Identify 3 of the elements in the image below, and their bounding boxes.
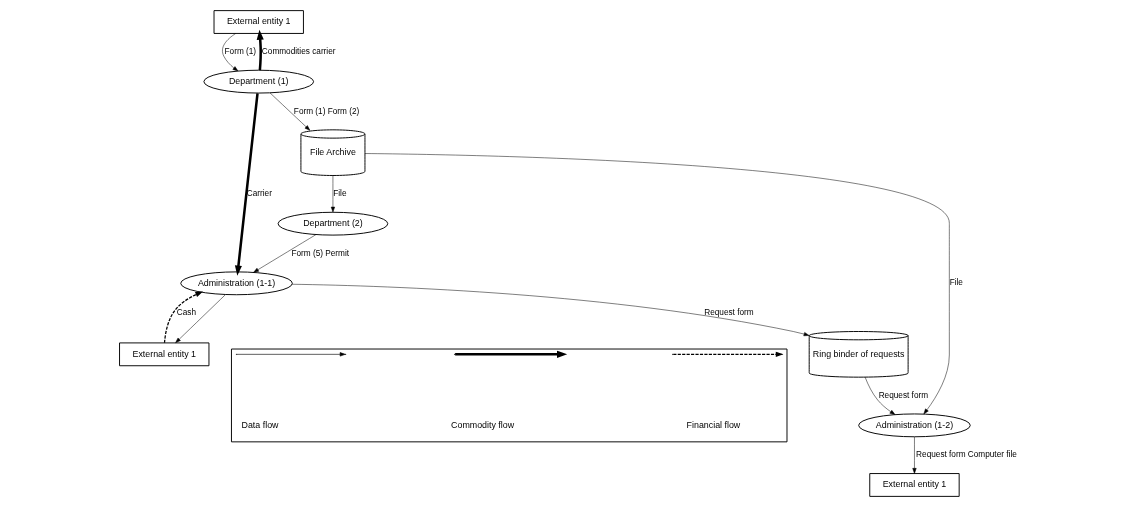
- legend-label: Commodity flow: [450, 419, 514, 430]
- legend-label: Data flow: [241, 419, 278, 430]
- legend-label: Financial flow: [686, 419, 740, 430]
